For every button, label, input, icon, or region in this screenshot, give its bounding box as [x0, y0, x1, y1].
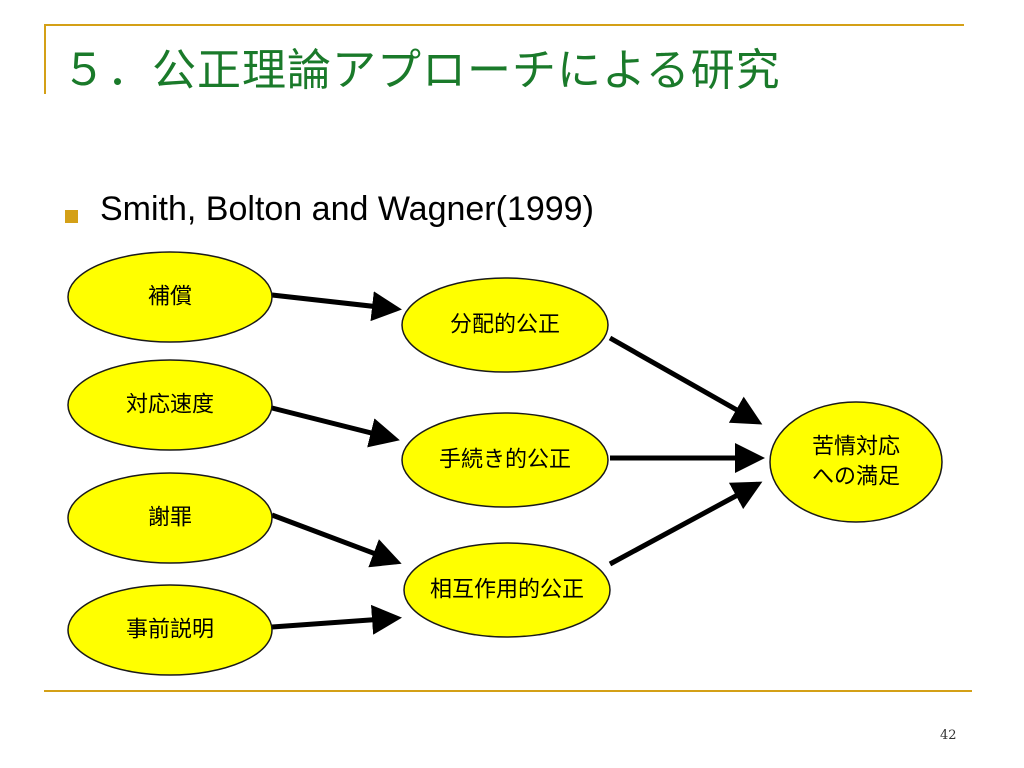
edges-layer [271, 291, 765, 635]
arrow-distributive-justice-to-complaint-satisfaction [608, 335, 763, 425]
arrow-prior-explanation-to-interactional-justice [271, 604, 402, 635]
arrow-response-speed-to-procedural-justice [271, 405, 400, 448]
node-distributive-justice-ellipse [401, 277, 609, 373]
node-prior-explanation-ellipse [67, 584, 273, 676]
node-procedural-justice: 手続き的公正 [401, 412, 609, 508]
node-apology: 謝罪 [67, 472, 273, 564]
title-frame-top-rule [44, 24, 964, 26]
citation-text: Smith, Bolton and Wagner(1999) [100, 190, 594, 228]
node-distributive-justice: 分配的公正 [401, 277, 609, 373]
node-response-speed-label-0: 対応速度 [126, 393, 214, 418]
node-distributive-justice-label-0: 分配的公正 [450, 313, 560, 338]
node-procedural-justice-ellipse [401, 412, 609, 508]
node-prior-explanation: 事前説明 [67, 584, 273, 676]
node-compensation-label-0: 補償 [148, 285, 192, 310]
arrow-compensation-to-distributive-justice [271, 291, 402, 322]
node-compensation: 補償 [67, 251, 273, 343]
title-frame-left-rule [44, 24, 46, 94]
arrow-apology-to-interactional-justice [271, 512, 402, 568]
node-compensation-ellipse [67, 251, 273, 343]
node-apology-ellipse [67, 472, 273, 564]
node-interactional-justice-label-0: 相互作用的公正 [430, 578, 584, 603]
node-response-speed: 対応速度 [67, 359, 273, 451]
node-interactional-justice: 相互作用的公正 [403, 542, 611, 638]
node-prior-explanation-label-0: 事前説明 [126, 618, 214, 643]
footer-rule [44, 690, 972, 692]
node-apology-label-0: 謝罪 [148, 506, 192, 531]
node-complaint-satisfaction-label-1: への満足 [812, 465, 900, 490]
page-number: 42 [940, 728, 957, 743]
slide-title: ５．公正理論アプローチによる研究 [62, 45, 781, 96]
node-complaint-satisfaction-ellipse [769, 401, 943, 523]
arrow-interactional-justice-to-complaint-satisfaction [608, 481, 763, 567]
node-response-speed-ellipse [67, 359, 273, 451]
node-interactional-justice-ellipse [403, 542, 611, 638]
node-procedural-justice-label-0: 手続き的公正 [439, 448, 571, 473]
node-complaint-satisfaction-label-0: 苦情対応 [812, 435, 900, 460]
bullet-square-icon [65, 210, 78, 223]
